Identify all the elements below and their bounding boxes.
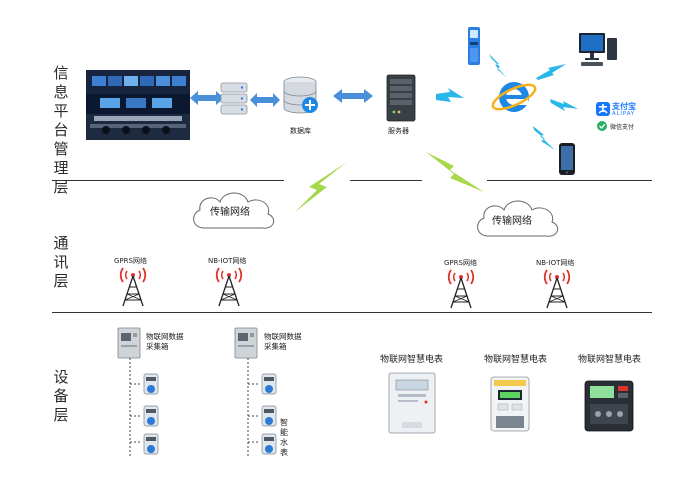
signal-tower-icon-gprs-1 [119, 267, 147, 307]
payment-kiosk-icon [468, 27, 480, 65]
collector-box-icon-2 [234, 327, 258, 359]
layer-label-platform: 信息平台管理层 [53, 64, 69, 196]
internet-explorer-icon [491, 82, 537, 112]
electric-meter-label-1: 物联网智慧电表 [380, 355, 444, 365]
lightning-to-pc [536, 64, 566, 80]
collector-box-icon-1 [117, 327, 141, 359]
tower-label-gprs-1: GPRS网络 [114, 257, 147, 265]
server-label: 服务器 [388, 127, 409, 135]
server-icon [386, 74, 416, 122]
collector-box-label-2: 物联网数据采集箱 [264, 332, 302, 351]
cloud-right-label: 传输网络 [492, 216, 532, 227]
water-meter-label: 智能水表 [280, 418, 288, 457]
water-meter-chain-1 [129, 358, 159, 458]
transmission-cloud-left [193, 192, 275, 229]
smartphone-icon [559, 143, 575, 175]
lightning-to-phone [533, 126, 555, 150]
database-label: 数据库 [290, 127, 311, 135]
divider-bottom [52, 312, 652, 313]
electric-meter-icon-1 [388, 372, 436, 434]
alipay-icon [596, 102, 610, 116]
database-icon [283, 76, 318, 114]
alipay-en-label: ALIPAY [612, 111, 635, 117]
lightning-to-payment [550, 99, 578, 111]
layer-label-network: 通讯层 [53, 234, 69, 290]
lightning-server-ie [436, 88, 464, 102]
electric-meter-icon-2 [490, 376, 530, 432]
cloud-left-label: 传输网络 [210, 207, 250, 218]
divider-top-mid [350, 180, 422, 181]
divider-top-left [52, 180, 284, 181]
tower-label-gprs-2: GPRS网络 [444, 259, 477, 267]
lightning-to-kiosk [489, 54, 507, 78]
transmission-cloud-right [477, 200, 559, 237]
layer-label-device: 设备层 [53, 368, 69, 424]
bidirectional-arrow-database-server [333, 89, 373, 103]
signal-tower-icon-nbiot-2 [543, 269, 571, 309]
water-meter-icon [143, 373, 159, 395]
divider-top-right [487, 180, 652, 181]
lightning-green-left [295, 162, 347, 212]
water-meter-chain-2 [247, 358, 277, 458]
wechat-pay-icon [597, 121, 607, 131]
collector-box-label-1: 物联网数据采集箱 [146, 332, 184, 351]
electric-meter-label-2: 物联网智慧电表 [484, 355, 548, 365]
wechat-pay-label: 微信支付 [610, 124, 635, 131]
signal-tower-icon-nbiot-1 [215, 267, 243, 307]
control-room-image [86, 70, 190, 140]
alipay-label: 支付宝 [612, 102, 636, 111]
desktop-pc-icon [579, 33, 617, 66]
signal-tower-icon-gprs-2 [447, 269, 475, 309]
electric-meter-label-3: 物联网智慧电表 [578, 355, 642, 365]
electric-meter-icon-3 [584, 380, 634, 432]
bidirectional-arrow-storage-database [250, 93, 280, 107]
tower-label-nbiot-1: NB-IOT网络 [208, 257, 247, 265]
storage-stack-icon [220, 82, 248, 115]
lightning-green-right [426, 152, 484, 192]
tower-label-nbiot-2: NB-IOT网络 [536, 259, 575, 267]
bidirectional-arrow-photo-storage [190, 91, 224, 105]
